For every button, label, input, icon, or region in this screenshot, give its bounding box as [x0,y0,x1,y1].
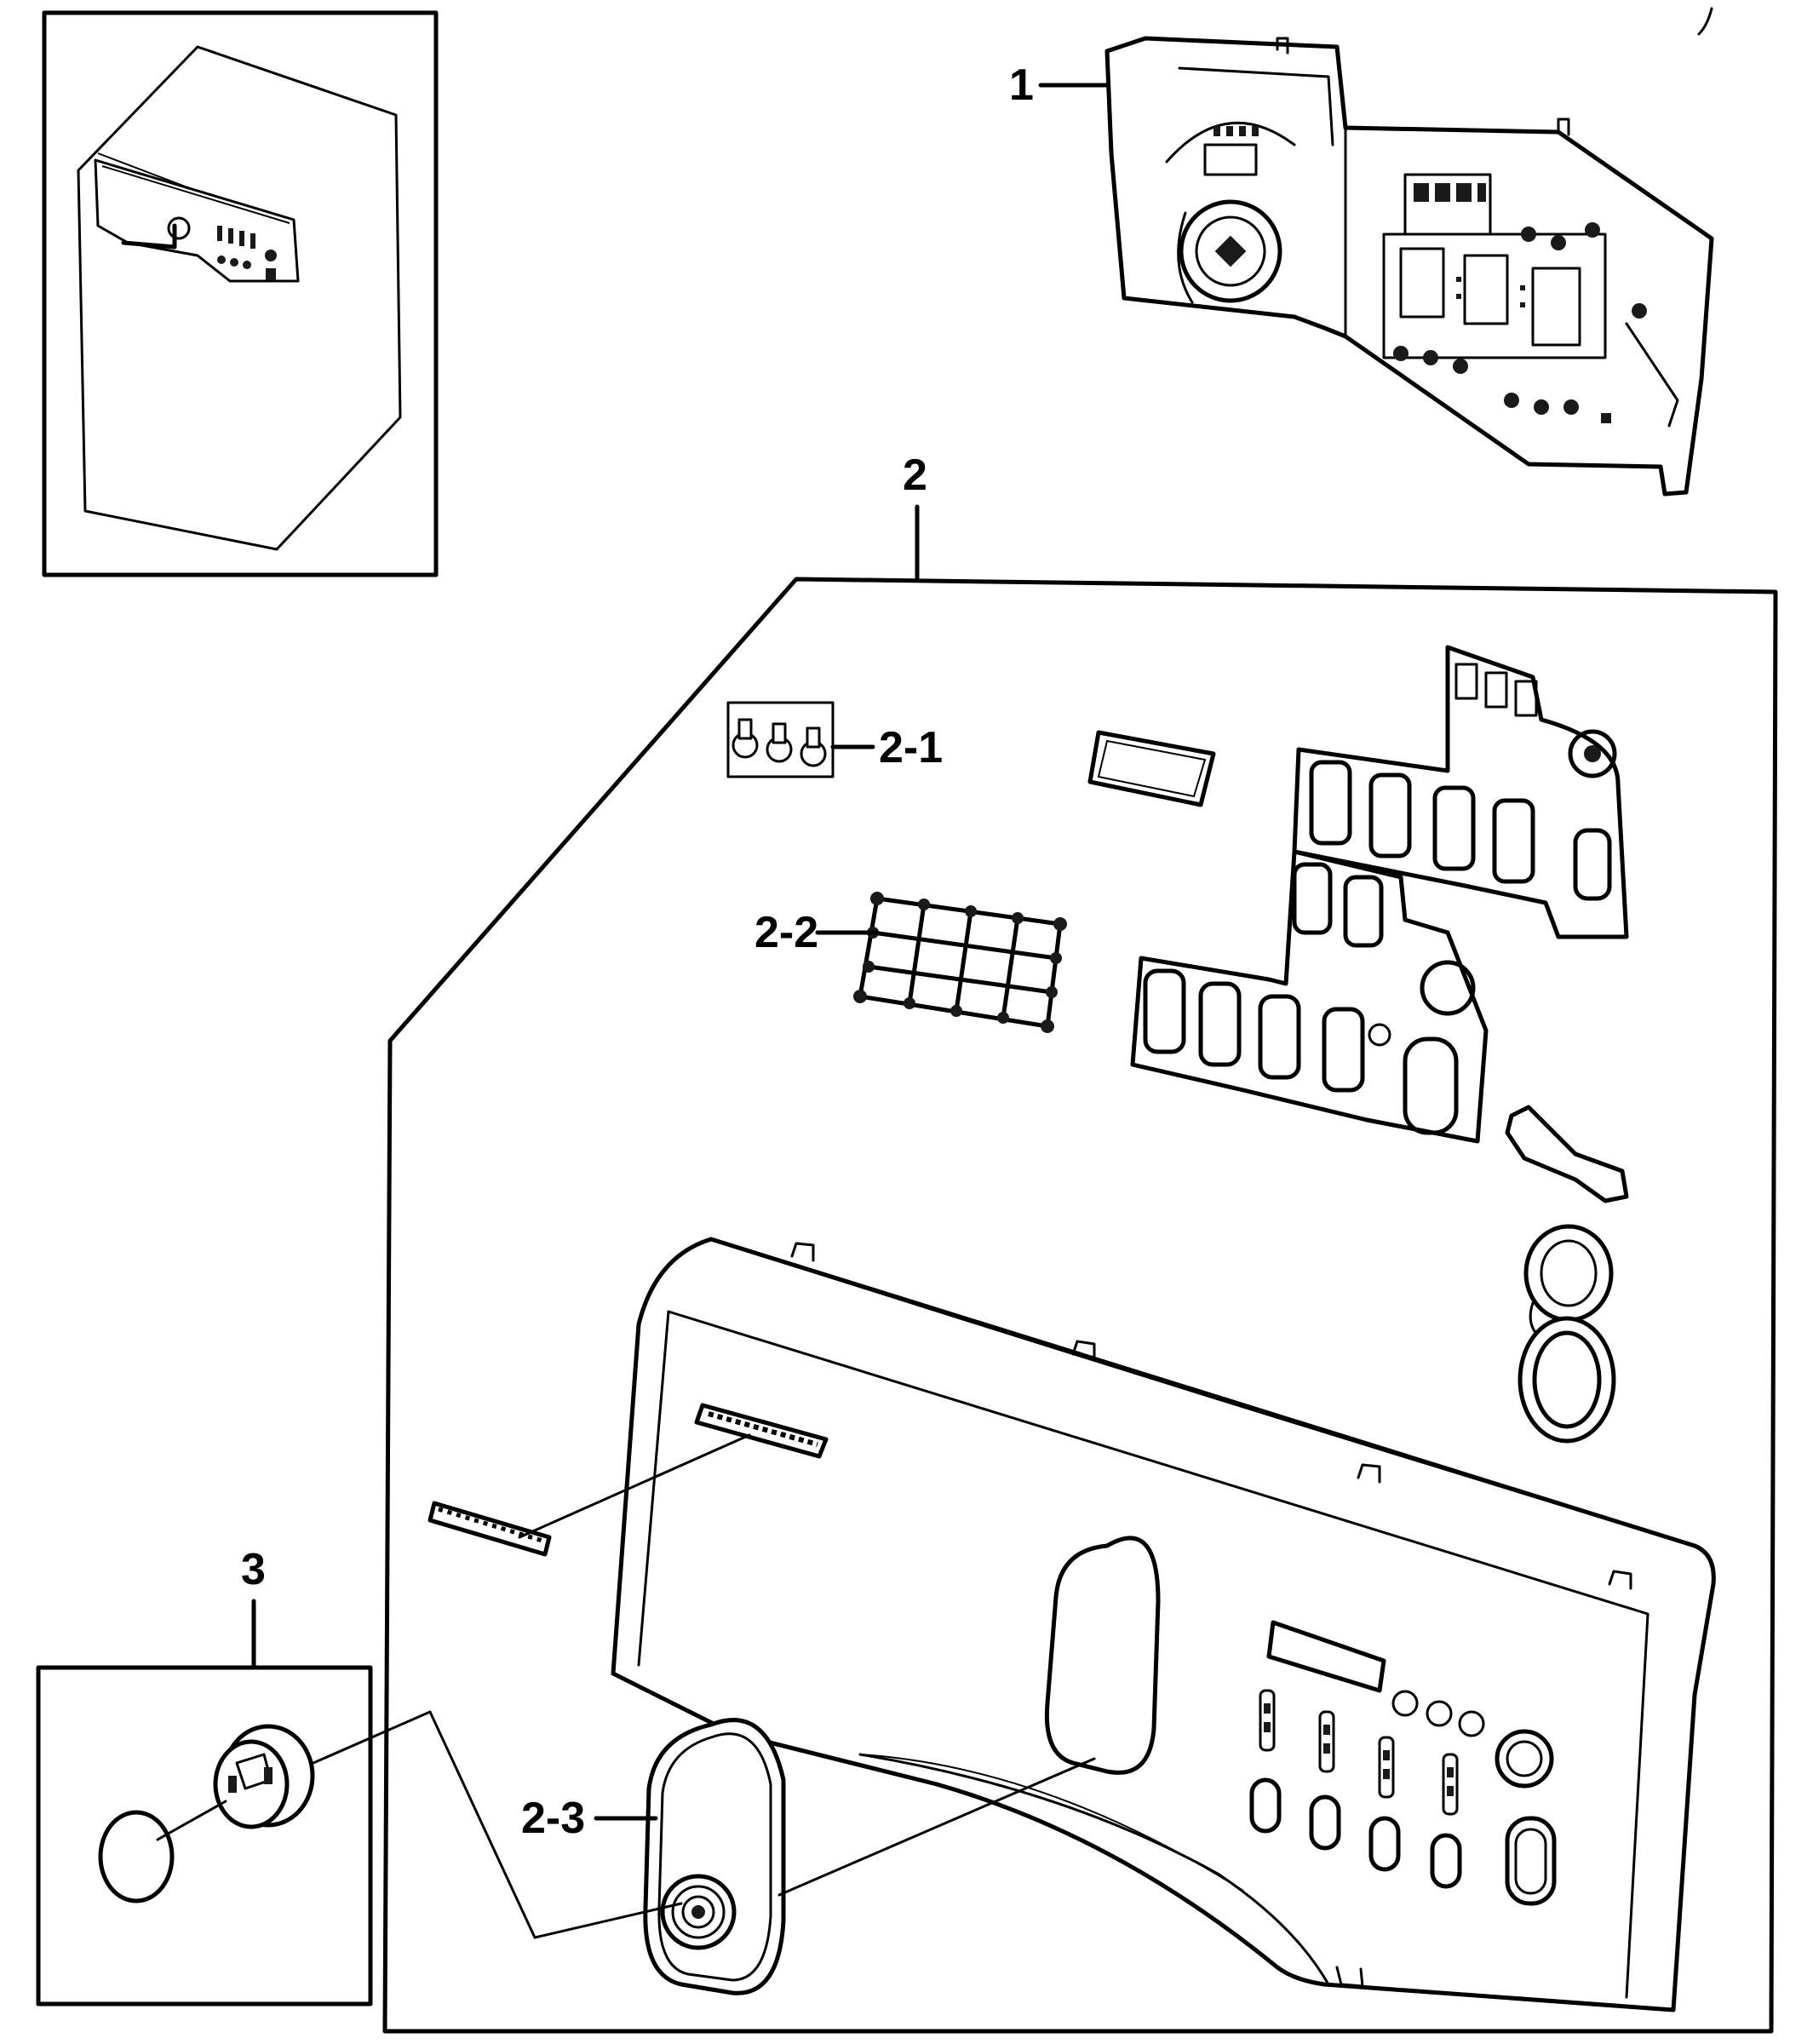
light-pipe-strip-part [427,1433,751,1557]
callout-part-1: 1 [1009,60,1034,110]
control-panel-body [611,1237,1716,2012]
washer-overview-inset [42,10,439,577]
knob-housing-part: 2-3 [521,1718,1096,1995]
edge-mark [1697,7,1713,36]
button-caps-part: 2-1 [726,701,943,778]
callout-part-2-2: 2-2 [754,908,818,957]
grid-gasket-part: 2-2 [754,892,1067,1033]
gasket-ring-part [1518,1224,1616,1444]
pcb-assembly: 1 [1009,36,1714,497]
upper-key-sheet-part [1292,645,1629,939]
display-window-part [1087,730,1216,807]
callout-part-2-1: 2-1 [879,723,943,772]
lower-key-sheet-part [1130,849,1489,1144]
knob-assembly-inset: 3 [36,1545,683,2007]
callout-part-2: 2 [903,451,927,500]
callout-part-2-3: 2-3 [521,1794,585,1843]
lever-part [1505,1105,1629,1203]
control-panel-assembly-frame: 2 [382,451,1778,2034]
callout-part-3: 3 [241,1545,266,1594]
